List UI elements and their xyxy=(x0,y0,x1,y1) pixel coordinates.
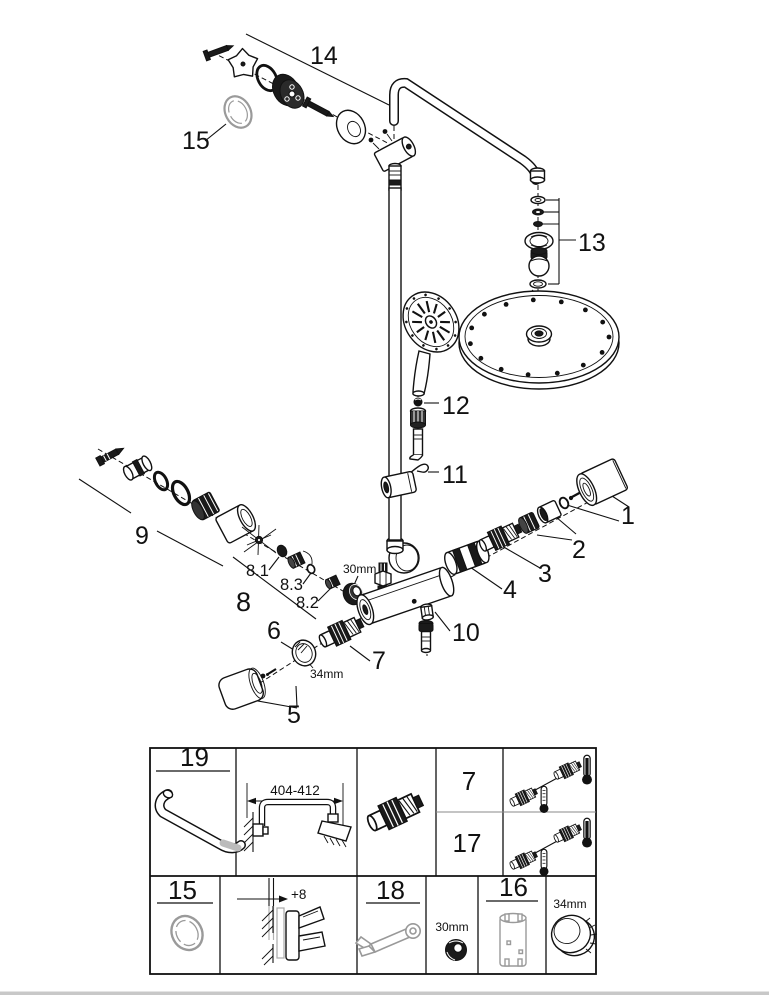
callout-13: 13 xyxy=(578,229,606,257)
callout-7: 7 xyxy=(372,647,386,675)
nut-30mm-icon xyxy=(445,939,467,961)
table-cell-19: 19 xyxy=(154,742,246,854)
sleeve-icon xyxy=(499,912,527,967)
callout-5: 5 xyxy=(287,701,301,729)
part-12-stack xyxy=(409,397,427,461)
valve-cylinder xyxy=(356,566,455,626)
cell-16-label: 16 xyxy=(499,872,528,902)
hand-shower xyxy=(402,291,460,397)
cell-34mm-label: 34mm xyxy=(553,897,586,911)
callout-8: 8 xyxy=(236,587,251,617)
arm-end-fitting xyxy=(529,167,546,184)
part-14-group xyxy=(202,44,417,191)
wrench-icon xyxy=(354,922,421,957)
rain-shower-disc xyxy=(458,290,620,390)
mounting-screw-2 xyxy=(301,96,335,118)
connector-8-3 xyxy=(287,551,306,570)
callout-10: 10 xyxy=(452,619,480,647)
callout-3: 3 xyxy=(538,560,552,588)
callout-15: 15 xyxy=(182,127,210,155)
thermometer-icon-row17 xyxy=(508,818,592,876)
callout-12: 12 xyxy=(442,392,470,420)
table-cell-7: 7 xyxy=(462,755,592,813)
callout-30mm: 30mm xyxy=(343,562,376,576)
callout-1: 1 xyxy=(621,502,635,530)
callout-34mm: 34mm xyxy=(310,667,343,681)
callout-11: 11 xyxy=(442,461,468,489)
table-cell-16: 16 xyxy=(486,872,538,967)
table-cell-34mm: 34mm xyxy=(550,897,598,957)
thermometer-icon-row7 xyxy=(508,755,592,813)
escutcheon-ring xyxy=(335,109,367,145)
callout-9: 9 xyxy=(135,522,149,550)
oring-8-3 xyxy=(306,563,316,575)
shower-arm-pipe xyxy=(389,77,546,185)
disc-rim-bolts xyxy=(468,297,612,378)
table-cell-30mm: 30mm xyxy=(435,920,469,961)
part-6-ring xyxy=(291,639,317,667)
depth-label: +8 xyxy=(291,887,306,902)
cartridge-icon xyxy=(362,787,428,838)
cell-17-label: 17 xyxy=(453,828,482,858)
ball-joint xyxy=(528,247,550,277)
page-divider-line xyxy=(0,991,769,995)
callout-14: 14 xyxy=(310,42,338,70)
union-flange xyxy=(272,73,305,109)
ring-nut-icon xyxy=(550,914,598,957)
callout-2: 2 xyxy=(572,536,586,564)
shower-arm-icon xyxy=(154,789,246,854)
retaining-ring-icon xyxy=(170,914,204,952)
part-9-stack xyxy=(95,447,257,544)
part-7-cartridge xyxy=(315,612,368,653)
part-1-group xyxy=(558,458,629,510)
gasket-8-1 xyxy=(276,544,288,558)
callout-8-2: 8.2 xyxy=(296,594,319,612)
parts-table: 19 404-412 xyxy=(149,742,598,975)
callout-8-1: 8.1 xyxy=(246,562,269,580)
dimension-label: 404-412 xyxy=(270,783,320,798)
part-4-sleeve xyxy=(444,540,490,575)
star-wheel xyxy=(241,524,277,556)
table-cell-depth: +8 xyxy=(237,878,326,966)
disc-center-boss xyxy=(525,325,553,347)
part-15-ring xyxy=(223,95,253,129)
callout-leaders xyxy=(78,33,630,709)
mounting-plate xyxy=(227,47,259,78)
cell-15-label: 15 xyxy=(168,875,197,905)
hand-shower-face xyxy=(402,291,460,353)
rail-top-connector xyxy=(388,162,402,191)
callout-4: 4 xyxy=(503,576,517,604)
table-cell-15: 15 xyxy=(157,875,213,952)
table-cell-dimension: 404-412 xyxy=(243,783,352,852)
callout-6: 6 xyxy=(267,617,281,645)
bracket-13 xyxy=(542,198,576,285)
cell-30mm-label: 30mm xyxy=(435,920,468,934)
cell-19-label: 19 xyxy=(180,742,209,772)
part-11-holder xyxy=(380,463,429,499)
callout-8-3: 8.3 xyxy=(280,576,303,594)
table-cell-cartridge xyxy=(362,787,428,838)
part-5-handle xyxy=(218,667,277,710)
cell-7-label: 7 xyxy=(462,766,476,796)
wall-and-pipe-icon xyxy=(243,798,352,852)
gasket-8-2 xyxy=(324,574,341,590)
valve-side-view-icon xyxy=(276,906,326,961)
callout-labels: 14 15 13 12 11 1 2 3 4 10 9 8 8.1 8.3 8.… xyxy=(135,42,635,729)
mounting-screw-1 xyxy=(202,44,235,62)
valve-body-group xyxy=(356,536,455,626)
swivel-ring xyxy=(524,231,554,251)
slide-rail xyxy=(388,187,402,541)
wall-hatch xyxy=(261,906,274,966)
cell-18-label: 18 xyxy=(376,875,405,905)
part-10-stack xyxy=(418,603,435,654)
part-2-group xyxy=(518,500,562,534)
table-cell-18: 18 xyxy=(354,875,421,957)
table-cell-17: 17 xyxy=(453,818,592,876)
